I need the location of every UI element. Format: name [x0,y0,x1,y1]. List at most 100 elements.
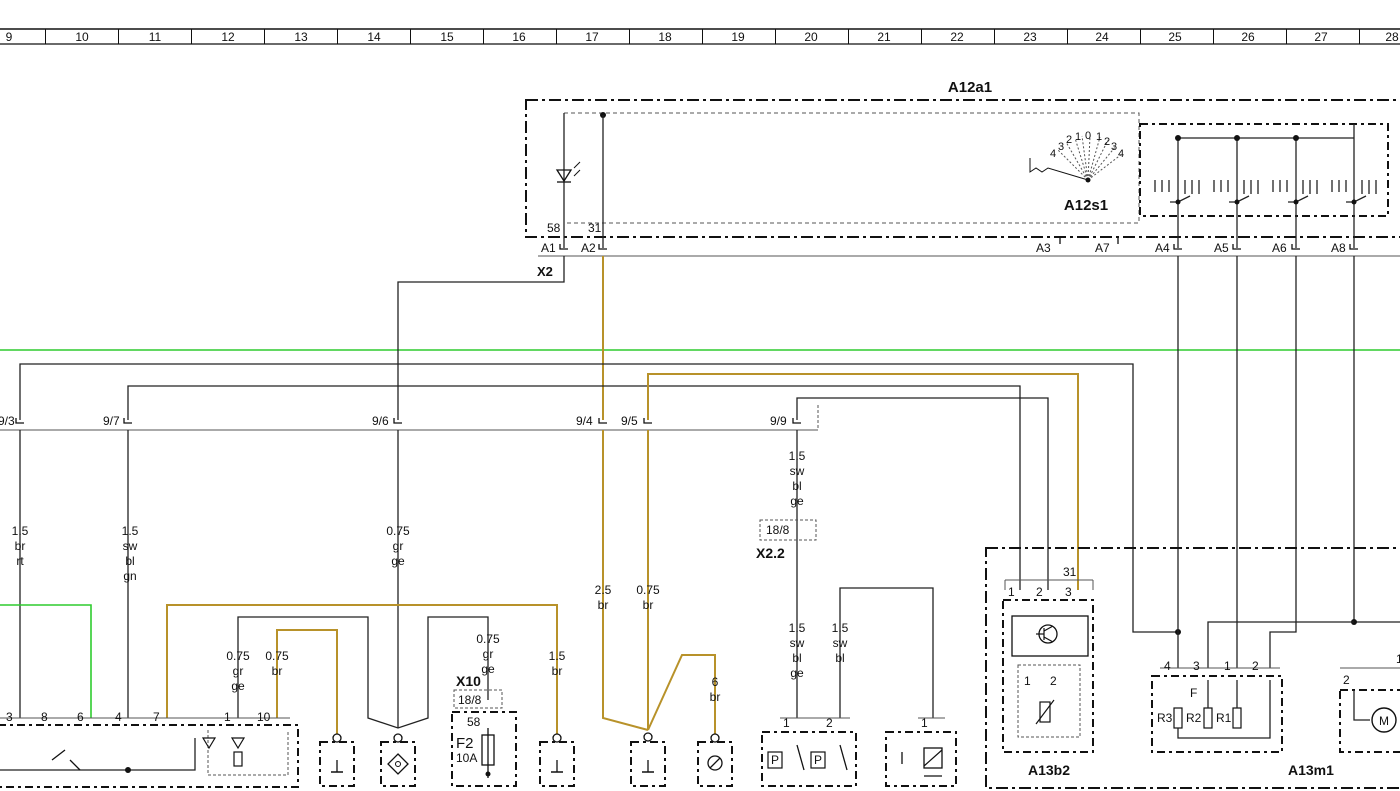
connector-9-9: 9/9 [770,414,787,428]
x2-2-label: X2.2 [756,545,785,561]
a12a1-boundary [525,99,1400,238]
grid-number: 15 [440,30,454,44]
wire-label: sw [790,464,805,478]
grid-number: 13 [294,30,308,44]
wire-label: ge [790,666,804,680]
a12s1-label: A12s1 [1064,197,1108,214]
a13m1-label: A13m1 [1288,762,1334,778]
wire-label: sw [790,636,805,650]
grid-number: 21 [877,30,891,44]
x2-2-pin: 18/8 [766,523,790,537]
grid-number: 23 [1023,30,1037,44]
switch-bank-boundary [1139,123,1389,217]
wire-label: sw [833,636,848,650]
wire-label: 1.5 [789,621,806,635]
wire-label: 0.75 [636,583,660,597]
wire-label: br [272,664,283,678]
dial-number: 0 [1085,130,1091,142]
wire-label: ge [790,494,804,508]
wire-label: 1.5 [832,621,849,635]
grid-number: 14 [367,30,381,44]
wire-label: br [643,598,654,612]
wire-label: br [15,539,26,553]
wire-label: 0.75 [265,649,289,663]
pin-label: 3 [6,710,13,724]
dial-number: 2 [1104,136,1110,148]
wire-label: rt [16,554,24,568]
grid-ruler: 9 10 11 12 13 14 15 16 17 18 19 20 21 22… [0,28,1400,45]
f2-rating: 10A [456,751,477,765]
grid-number: 20 [804,30,818,44]
wire-label: 1.5 [122,524,139,538]
bottom-components: X10 18/8 58 F2 10A 1 2 P P 1 [319,673,957,787]
dial-number: 3 [1111,141,1117,153]
motor-label: M [1379,714,1389,728]
wire-label: 1.5 [549,649,566,663]
pressure-switch-label: P [771,753,779,767]
wire-label: gn [123,569,136,583]
resistor-label: R2 [1186,711,1202,725]
pin-label: 4 [1164,659,1171,673]
wire-label: 0.75 [386,524,410,538]
pin-label: 1 [1008,585,1015,599]
grid-number: 11 [149,30,162,44]
grid-number: 10 [75,30,89,44]
dial-number: 4 [1050,148,1056,160]
resistor-label: R1 [1216,711,1232,725]
pin-label: 10 [257,710,271,724]
wire-label: br [710,690,721,704]
pin-label: 1 [783,716,790,730]
a12a1-inner-boundary [563,112,1140,224]
a12a1-module: A12a1 58 31 4 3 [525,79,1400,279]
grid-number: 25 [1168,30,1182,44]
pin-label: 8 [41,710,48,724]
switch-bank [1154,124,1377,248]
x2-2-connector: 18/8 X2.2 [756,519,817,561]
x10-label: X10 [456,673,481,689]
pin-a4: A4 [1155,241,1170,255]
grid-number: 16 [512,30,526,44]
led-diode-icon [555,113,581,248]
grid-number: 24 [1095,30,1109,44]
pin-label: 3 [1193,659,1200,673]
pin-label: 4 [115,710,122,724]
connector-9-5: 9/5 [621,414,638,428]
wire-label: gr [393,539,404,553]
pin-a5: A5 [1214,241,1229,255]
pressure-switch-label: P [814,753,822,767]
dial-number: 2 [1066,134,1072,146]
grid-number: 27 [1314,30,1328,44]
grid-number: 18 [658,30,672,44]
connector-9-7: 9/7 [103,414,120,428]
left-switch-block: 3 8 6 4 7 1 10 [0,710,299,788]
pin-31-label: 31 [1063,565,1077,579]
dial-number: 1 [1096,131,1102,143]
pin-label: 1 [1024,674,1031,688]
motor-icon: 2 1 M [1339,652,1400,753]
connector-9-6: 9/6 [372,414,389,428]
wire-label: 1.5 [12,524,29,538]
main-wires [19,256,1400,668]
pin-a3: A3 [1036,241,1051,255]
wire-label: 0.75 [226,649,250,663]
pin-label: 1 [224,710,231,724]
pin-label: 1 [921,716,928,730]
wire-label: 1.5 [789,449,806,463]
f2-label: F2 [456,735,474,752]
pin-label: 2 [1050,674,1057,688]
pin-label: 2 [826,716,833,730]
wire-label: sw [123,539,138,553]
pin-label: 1 [1396,652,1400,666]
x10-pin: 18/8 [458,693,482,707]
pin-a8: A8 [1331,241,1346,255]
wire-label: ge [231,679,245,693]
grid-number: 9 [6,30,13,44]
right-module-boundary [985,547,1400,789]
pin-31: 31 [588,221,602,235]
pin-label: 2 [1343,673,1350,687]
dial-number: 3 [1058,141,1064,153]
a13b2-sensor: 31 1 2 3 1 2 A13b2 [1002,565,1094,778]
pin-58: 58 [547,221,561,235]
dial-number: 4 [1118,148,1124,160]
wire-label: bl [792,651,801,665]
